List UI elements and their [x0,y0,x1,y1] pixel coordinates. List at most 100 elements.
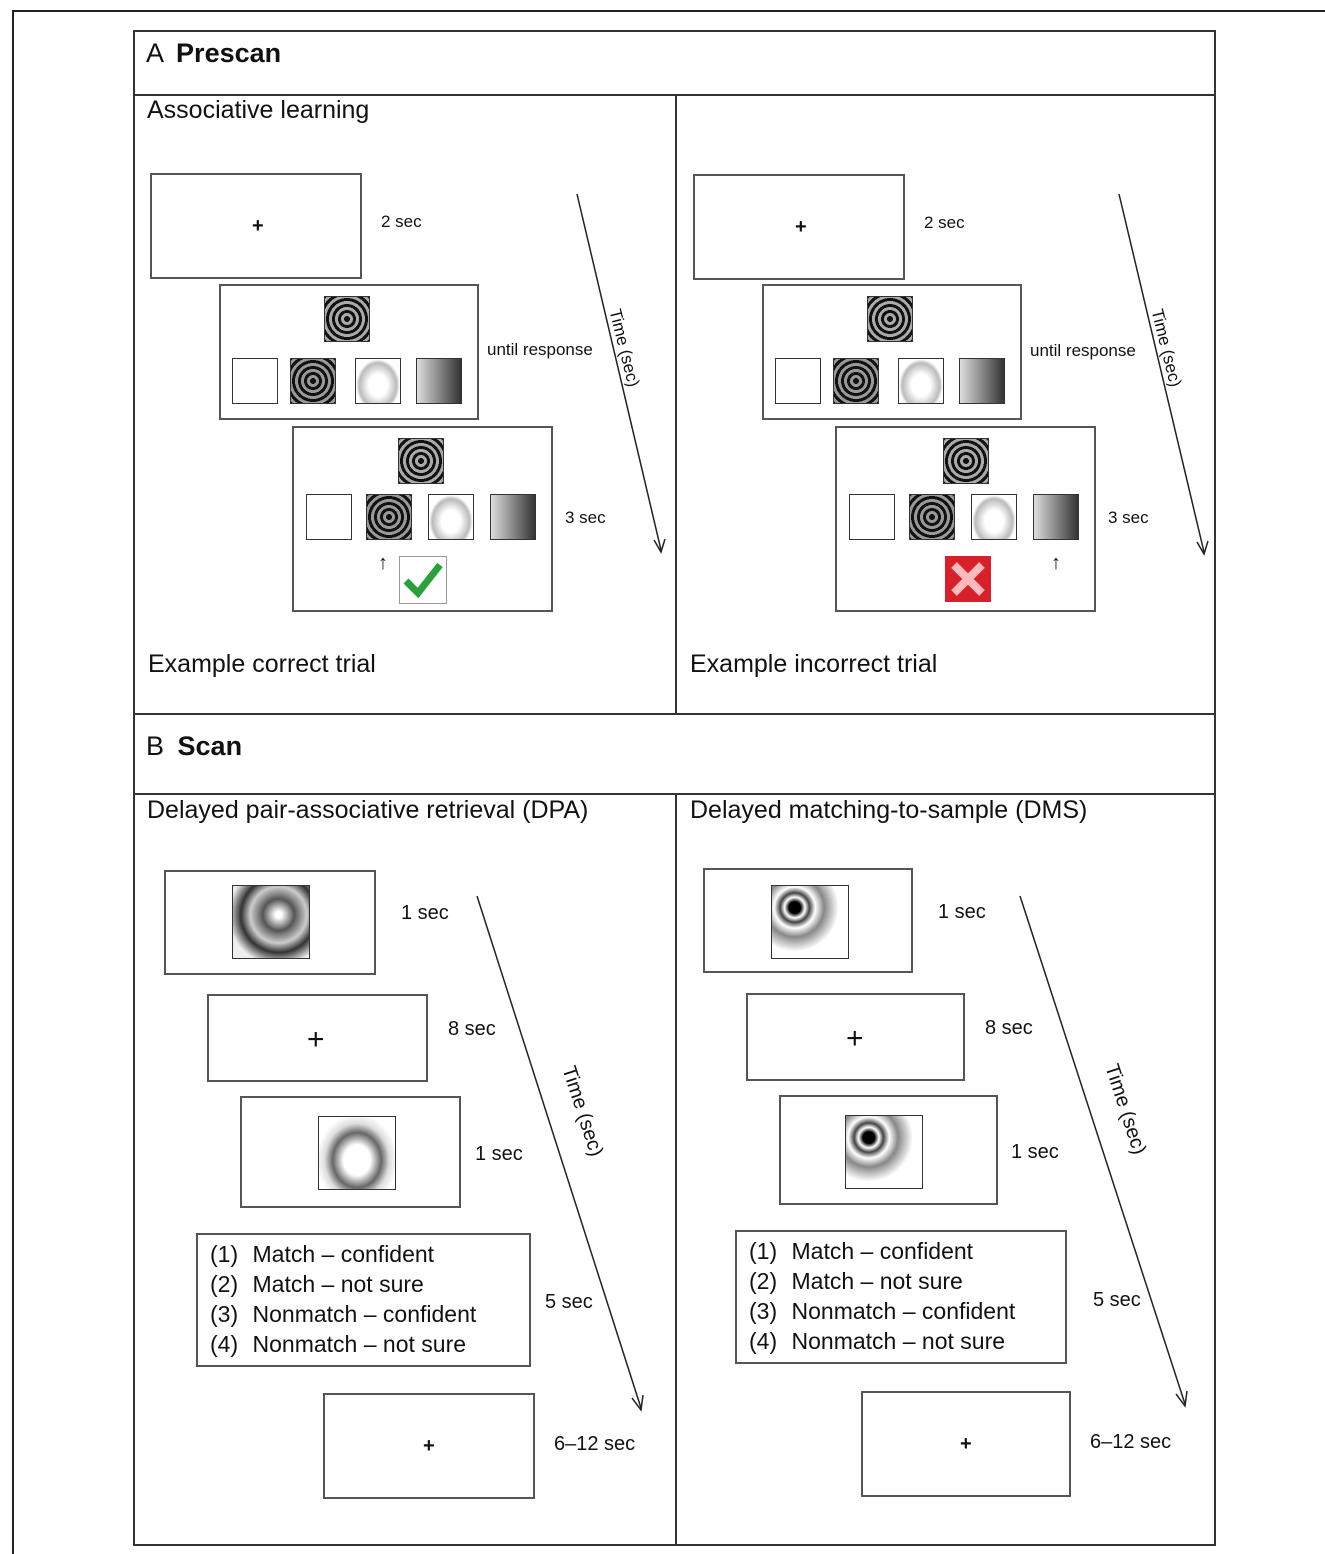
tree-stimulus [849,494,895,540]
duration-label: until response [1030,341,1136,360]
figure-top-border [12,10,1325,12]
fixation-cross: + [252,215,264,237]
piano-stimulus [1033,494,1079,540]
duration-label: 1 sec [938,901,986,923]
response-option: (1) Match – confident [210,1239,434,1269]
piano-stimulus [416,358,462,404]
shell-stimulus [971,494,1017,540]
response-screen: (1) Match – confident (2) Match – not su… [735,1230,1067,1364]
iti-screen: + [323,1393,535,1499]
delay-screen: + [746,993,965,1081]
option-text: Match – confident [252,1241,435,1267]
grid-line [133,713,1216,715]
piano-stimulus [959,358,1005,404]
tree-stimulus [232,358,278,404]
duration-label: 1 sec [475,1143,523,1165]
spiral-stimulus [232,885,310,959]
selection-arrow: ↑ [1051,552,1061,574]
feedback-screen: ↑ [292,426,553,612]
grid-line [133,1544,1216,1546]
duration-label: 1 sec [1011,1141,1059,1163]
response-option: (4) Nonmatch – not sure [749,1326,1005,1356]
option-text: Nonmatch – confident [791,1298,1016,1324]
option-text: Nonmatch – not sure [252,1331,467,1357]
cue-screen [164,870,376,975]
section-letter: B [146,731,165,761]
dpa-title: Delayed pair-associative retrieval (DPA) [147,796,589,824]
option-number: (4) [210,1331,239,1357]
fixation-screen: + [693,174,905,280]
option-number: (1) [210,1241,239,1267]
sample-stimulus [324,296,370,342]
duration-label: 1 sec [401,902,449,924]
option-number: (3) [210,1301,239,1327]
option-text: Match – not sure [252,1271,424,1297]
option-text: Match – confident [791,1238,974,1264]
choice-screen [219,284,479,420]
section-letter: A [146,38,163,68]
grid-line [675,793,677,1545]
option-number: (2) [749,1268,778,1294]
shell-stimulus [428,494,474,540]
grid-line [133,793,1216,795]
fixation-cross: + [846,1022,864,1055]
grid-line [1214,30,1216,1546]
cue-screen [703,868,913,973]
selection-arrow: ↑ [378,552,388,574]
fractal-stimulus [771,885,849,959]
option-number: (1) [749,1238,778,1264]
section-b-heading: B Scan [146,731,242,762]
duration-label: until response [487,340,593,359]
fixation-cross: + [960,1433,972,1455]
response-option: (4) Nonmatch – not sure [210,1329,466,1359]
duration-label: 5 sec [1093,1289,1141,1311]
fixation-cross: + [423,1435,435,1457]
grid-line [133,30,1216,32]
response-screen: (1) Match – confident (2) Match – not su… [196,1233,531,1367]
delay-screen: + [207,994,428,1082]
duration-label: 2 sec [381,212,422,231]
choice-screen [762,284,1022,420]
response-option: (2) Match – not sure [210,1269,424,1299]
sample-stimulus [943,438,989,484]
mandala-stimulus [366,494,412,540]
fixation-cross: + [307,1023,325,1056]
tree-stimulus [306,494,352,540]
option-text: Match – not sure [791,1268,963,1294]
probe-screen [240,1096,461,1208]
duration-label: 3 sec [565,508,606,527]
correct-trial-caption: Example correct trial [148,650,376,678]
mandala-stimulus [290,358,336,404]
option-number: (3) [749,1298,778,1324]
option-number: (2) [210,1271,239,1297]
fractal-stimulus [845,1115,923,1189]
duration-label: 8 sec [448,1018,496,1040]
dms-title: Delayed matching-to-sample (DMS) [690,796,1088,824]
sample-stimulus [867,296,913,342]
duration-label: 8 sec [985,1017,1033,1039]
section-a-heading: A Prescan [146,38,281,69]
mandala-stimulus [833,358,879,404]
fixation-screen: + [150,173,362,279]
checkmark-icon [399,556,447,604]
iti-screen: + [861,1391,1071,1497]
grid-line [133,94,1216,96]
x-mark-icon [945,556,991,602]
shell-stimulus [898,358,944,404]
feedback-screen: ↑ [835,426,1096,612]
probe-screen [779,1095,998,1205]
section-title: Prescan [176,38,282,68]
grid-line [675,94,677,714]
piano-stimulus [490,494,536,540]
sample-stimulus [398,438,444,484]
response-option: (2) Match – not sure [749,1266,963,1296]
response-option: (3) Nonmatch – confident [210,1299,476,1329]
duration-label: 5 sec [545,1291,593,1313]
duration-label: 3 sec [1108,508,1149,527]
option-text: Nonmatch – not sure [791,1328,1006,1354]
duration-label: 6–12 sec [554,1433,636,1455]
figure-left-border [12,10,14,1554]
incorrect-trial-caption: Example incorrect trial [690,650,938,678]
section-title: Scan [177,731,243,761]
